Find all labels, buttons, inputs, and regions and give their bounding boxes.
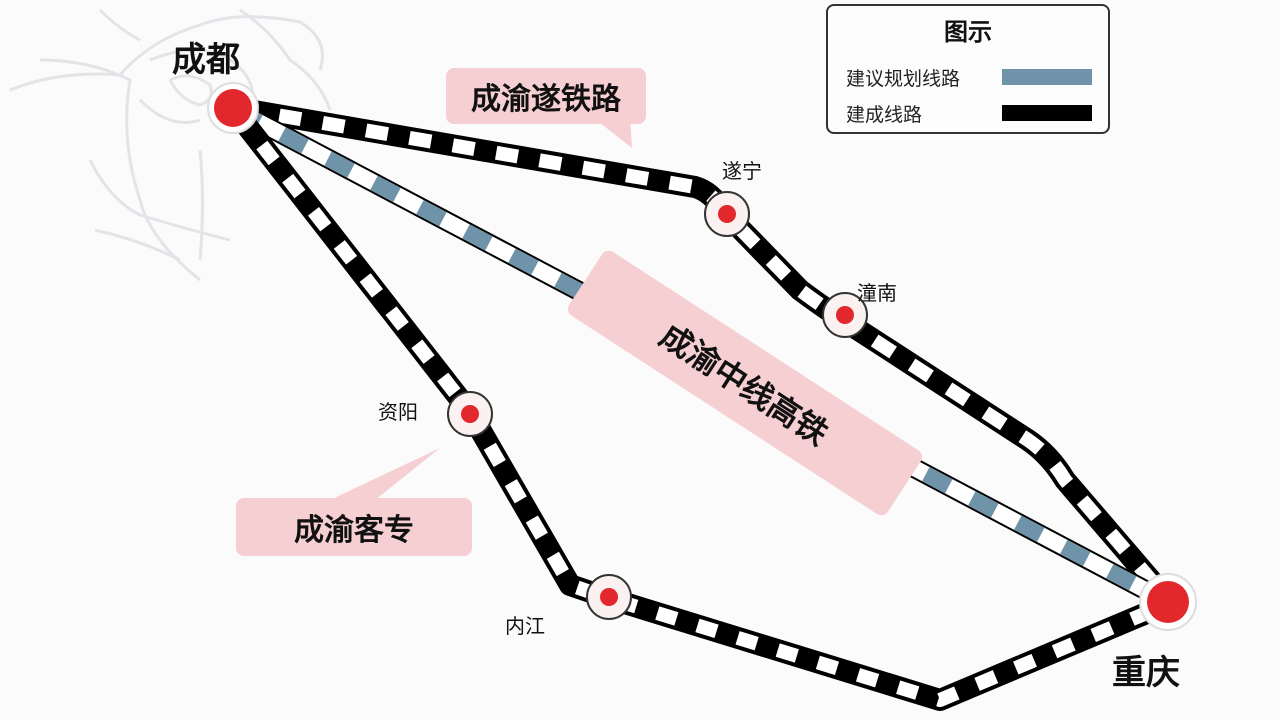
- legend-swatch-planned: [1002, 69, 1092, 85]
- callout-chengyu-zhongxian-bg: [568, 250, 922, 516]
- station-ziyang[interactable]: [447, 391, 493, 437]
- route-label-chengyu-sui: 成渝遂铁路: [471, 82, 621, 117]
- callout-tail-chengyu-kezhuan: [330, 448, 440, 500]
- legend-swatch-built: [1002, 105, 1092, 121]
- station-chengdu[interactable]: [207, 82, 259, 134]
- legend-label-built: 建成线路: [846, 103, 923, 126]
- city-label-tongnan: 潼南: [857, 281, 897, 305]
- legend: 图示 建议规划线路 建成线路: [826, 4, 1110, 134]
- city-label-chongqing: 重庆: [1112, 653, 1180, 693]
- route-chengyu-sui: [234, 97, 1177, 608]
- city-label-neijiang: 内江: [505, 614, 545, 638]
- city-road-background: [9, 8, 332, 282]
- station-neijiang[interactable]: [586, 574, 632, 620]
- legend-item-built: 建成线路: [846, 100, 1092, 126]
- legend-item-planned: 建议规划线路: [846, 64, 1092, 90]
- callout-chengyu-kezhuan: 成渝客专: [236, 498, 472, 556]
- station-suining[interactable]: [704, 191, 750, 237]
- station-chongqing[interactable]: [1139, 573, 1197, 631]
- station-tongnan[interactable]: [822, 292, 868, 338]
- city-label-suining: 遂宁: [722, 159, 762, 183]
- legend-title: 图示: [944, 18, 992, 46]
- legend-label-planned: 建议规划线路: [846, 67, 961, 90]
- callout-chengyu-sui: 成渝遂铁路: [446, 68, 646, 124]
- city-label-chengdu: 成都: [172, 40, 240, 80]
- route-label-chengyu-kezhuan: 成渝客专: [294, 513, 414, 548]
- city-label-ziyang: 资阳: [378, 400, 418, 424]
